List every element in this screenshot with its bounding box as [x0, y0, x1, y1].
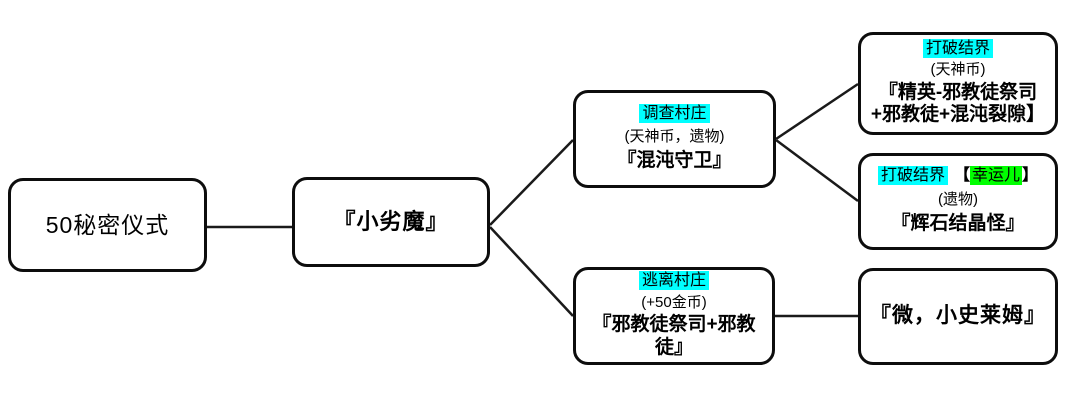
- node-break-barrier-elite-encounter: 『精英-邪教徒祭司+邪教徒+混沌裂隙】: [870, 81, 1046, 126]
- lucky-tag-highlight: 幸运儿: [970, 166, 1023, 186]
- node-escape-action: 逃离村庄: [638, 271, 709, 291]
- node-escape-reward: (+50金币): [641, 293, 707, 311]
- node-imp-title: 『小劣魔』: [333, 209, 449, 235]
- node-slime[interactable]: 『微，小史莱姆』: [858, 268, 1058, 365]
- node-escape[interactable]: 逃离村庄 (+50金币) 『邪教徒祭司+邪教徒』: [573, 267, 775, 365]
- action-highlight: 打破结界: [922, 38, 993, 58]
- node-break-barrier-lucky-reward: (遗物): [938, 190, 978, 208]
- node-break-barrier-lucky-action: 打破结界【幸运儿】: [877, 166, 1039, 186]
- node-slime-title: 『微，小史莱姆』: [870, 304, 1046, 328]
- action-highlight: 调查村庄: [639, 103, 710, 123]
- node-break-barrier-lucky[interactable]: 打破结界【幸运儿】 (遗物) 『辉石结晶怪』: [858, 153, 1058, 250]
- node-break-barrier-elite-reward: (天神币): [930, 61, 986, 79]
- edge-investigate-elite: [775, 82, 859, 141]
- edge-investigate-lucky: [775, 138, 859, 203]
- node-investigate-encounter: 『混沌守卫』: [617, 150, 732, 172]
- action-highlight: 逃离村庄: [638, 271, 709, 291]
- node-investigate-reward: (天神币，遗物): [624, 128, 725, 146]
- node-break-barrier-elite[interactable]: 打破结界 (天神币) 『精英-邪教徒祭司+邪教徒+混沌裂隙】: [858, 32, 1058, 135]
- lucky-tag-open-bracket: 【: [953, 167, 970, 185]
- node-break-barrier-elite-action: 打破结界: [922, 38, 993, 58]
- lucky-tag-close-bracket: 】: [1022, 167, 1039, 185]
- node-ritual[interactable]: 50秘密仪式: [8, 178, 207, 272]
- node-investigate-action: 调查村庄: [639, 103, 710, 123]
- edge-imp-investigate: [489, 139, 574, 226]
- node-ritual-title: 50秘密仪式: [45, 211, 170, 238]
- edge-imp-escape: [489, 226, 574, 317]
- action-highlight: 打破结界: [877, 166, 948, 186]
- node-imp[interactable]: 『小劣魔』: [292, 177, 490, 267]
- node-break-barrier-lucky-encounter: 『辉石结晶怪』: [891, 212, 1025, 234]
- node-investigate[interactable]: 调查村庄 (天神币，遗物) 『混沌守卫』: [573, 90, 776, 188]
- node-escape-encounter: 『邪教徒祭司+邪教徒』: [592, 314, 756, 358]
